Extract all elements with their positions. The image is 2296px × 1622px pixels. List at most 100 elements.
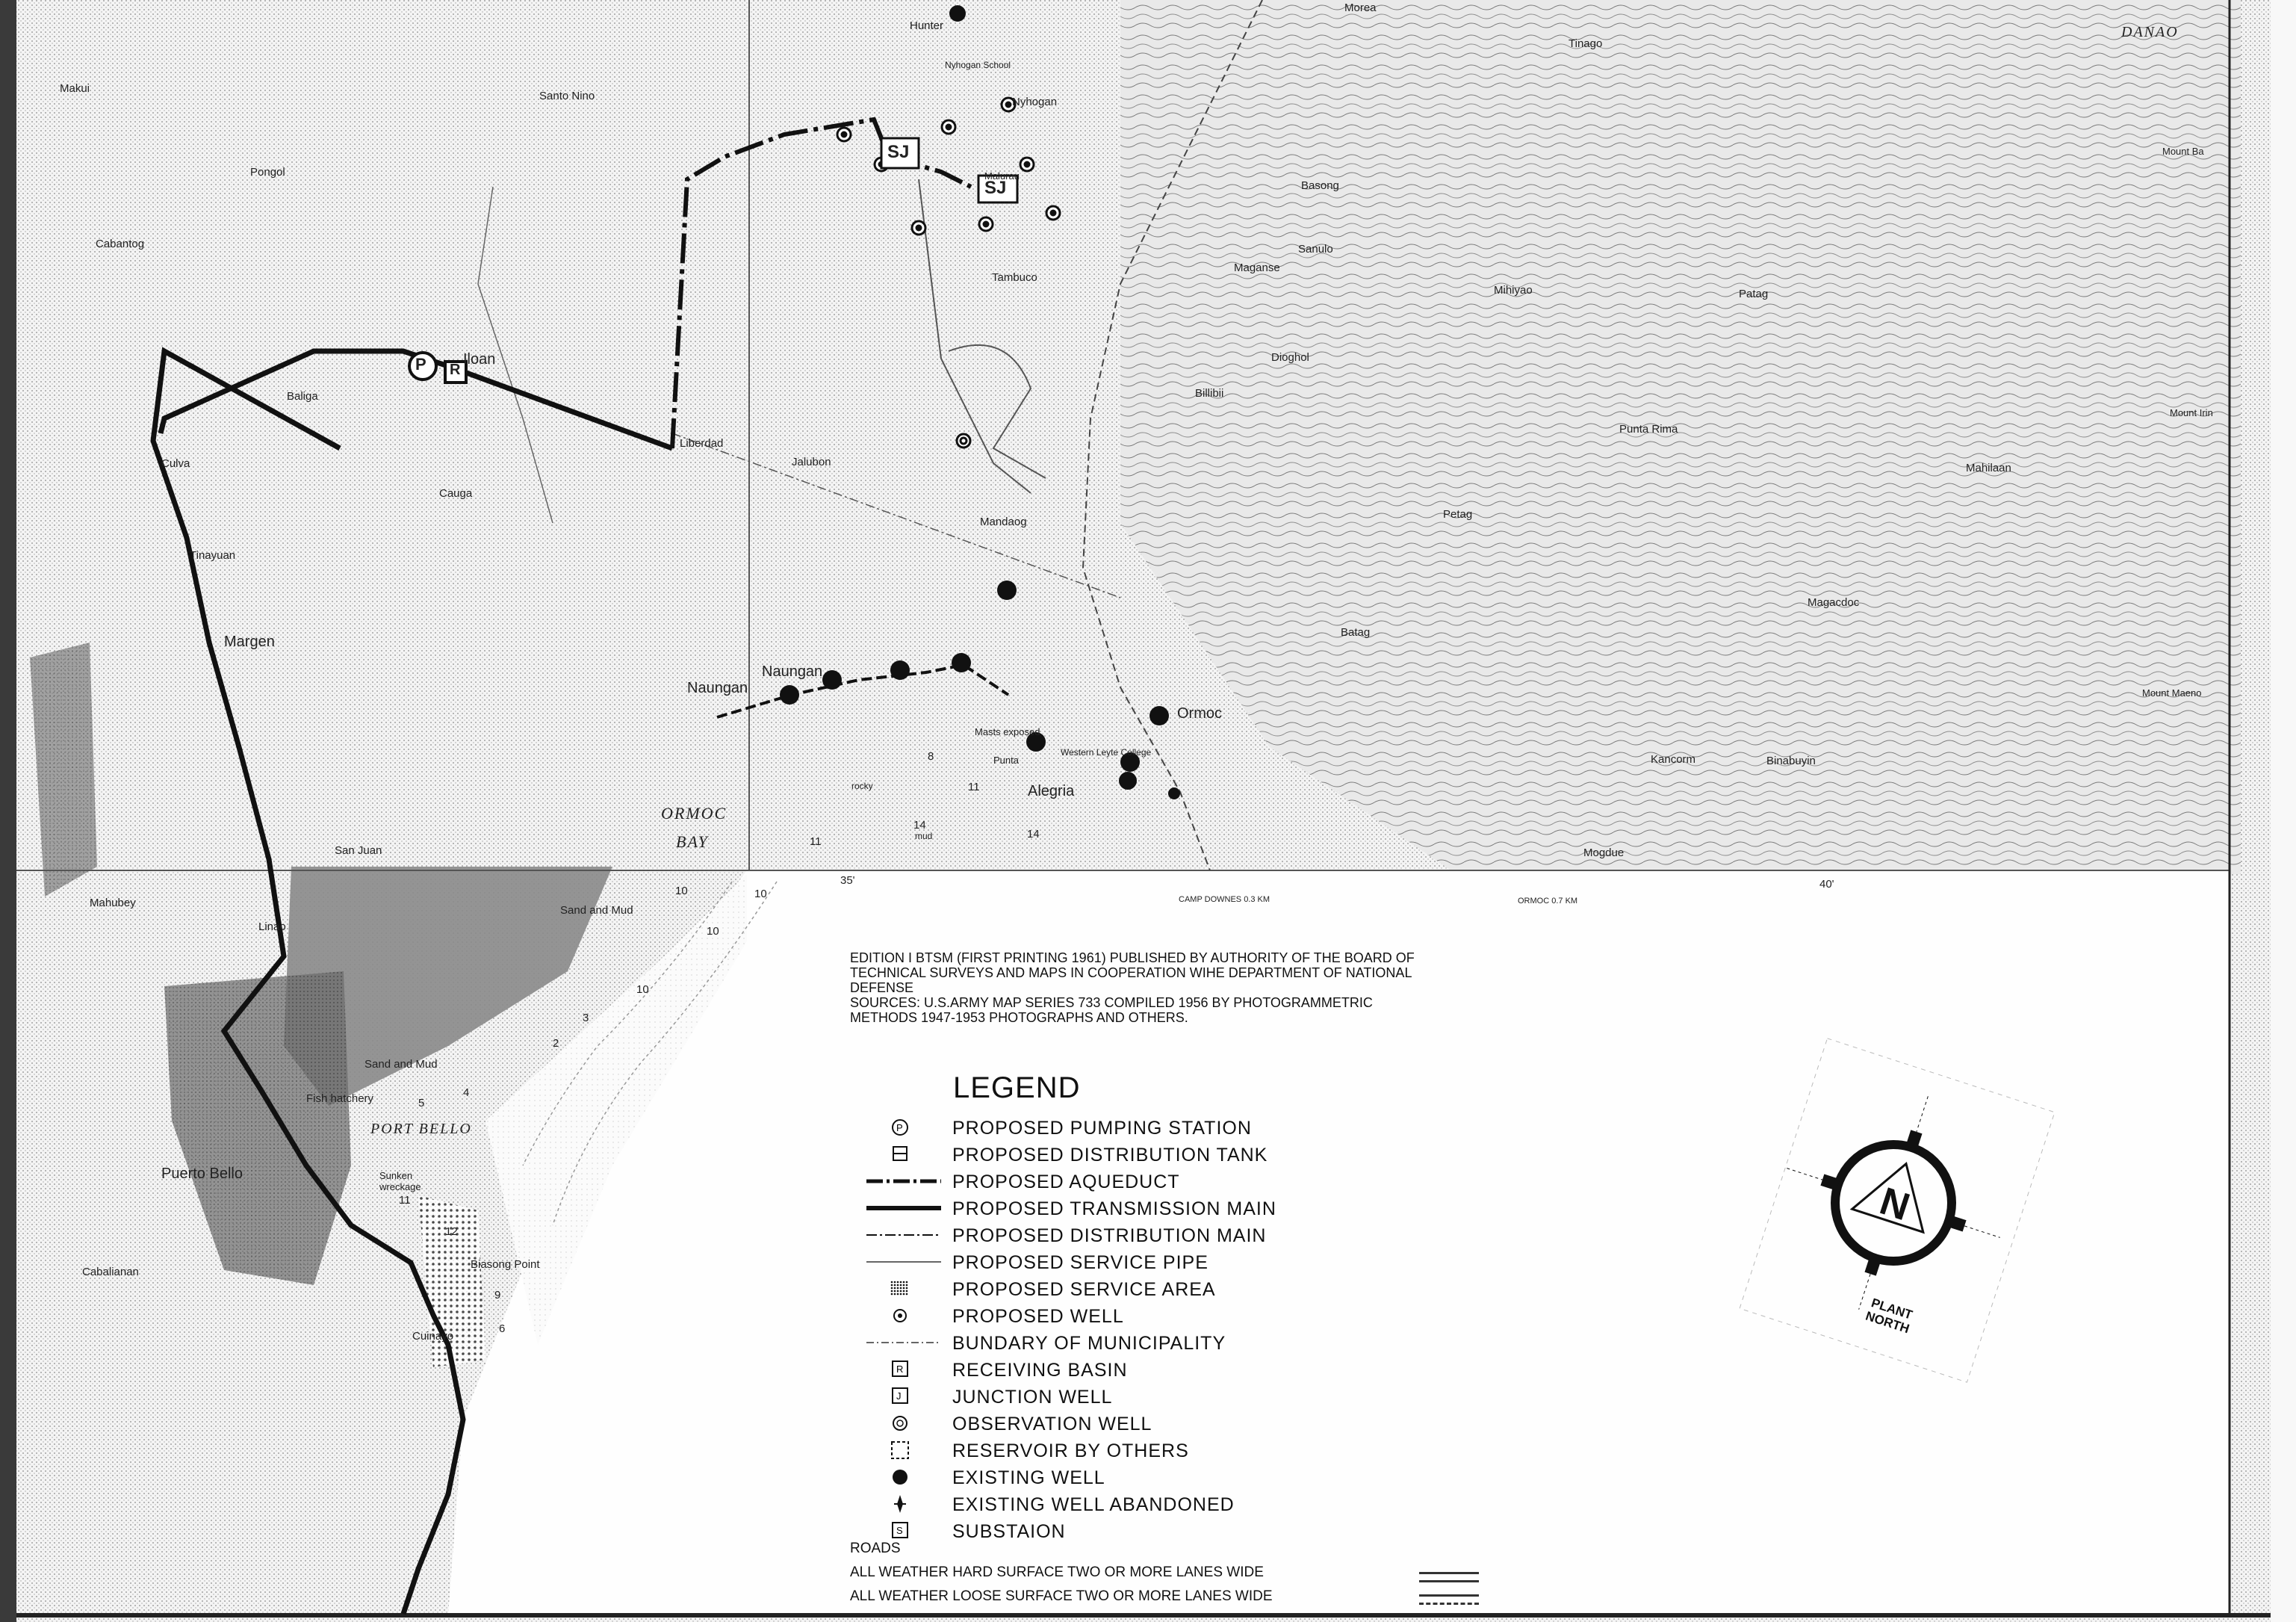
plant-north-label: PLANT NORTH	[1836, 1286, 1944, 1345]
place-ormoc: Ormoc	[1177, 705, 1222, 722]
place-jalubon: Jalubon	[792, 456, 831, 468]
place-tinago: Tinago	[1569, 37, 1603, 50]
junction-well-icon: J	[892, 1387, 908, 1404]
depth-label: 9	[494, 1289, 501, 1301]
place-camp-downes: CAMP DOWNES 0.3 KM	[1179, 895, 1270, 904]
pumping-station-icon: P	[892, 1119, 908, 1136]
legend-item: OBSERVATION WELL	[859, 1412, 1382, 1434]
place-petag: Petag	[1443, 508, 1473, 521]
place-mandaog: Mandaog	[980, 516, 1027, 528]
junction-well-label-2: SJ	[984, 178, 1007, 198]
legend-item: PROPOSED WELL	[859, 1304, 1382, 1327]
place-mahilaan: Mahilaan	[1966, 462, 2011, 474]
place-diogbol: Dioghol	[1271, 351, 1309, 364]
place-magacdoc: Magacdoc	[1808, 596, 1860, 609]
place-tambuco: Tambuco	[992, 271, 1037, 284]
depth-label: 2	[553, 1037, 559, 1050]
place-liberdad: Liberdad	[680, 437, 724, 450]
receiving-basin-label: R	[450, 362, 461, 378]
place-baliga: Baliga	[287, 390, 318, 403]
depth-label: 14	[1027, 828, 1040, 841]
service-area-shaded	[164, 971, 351, 1285]
place-western-leyte-college: Western Leyte College	[1061, 747, 1152, 758]
legend-item-label: PROPOSED DISTRIBUTION TANK	[952, 1145, 1268, 1166]
depth-label: 10	[636, 983, 649, 996]
north-letter: N	[1874, 1179, 1915, 1230]
edition-line-4: SOURCES: U.S.ARMY MAP SERIES 733 COMPILE…	[850, 995, 1373, 1010]
place-san-juan: San Juan	[335, 844, 382, 857]
place-ormoc-km: ORMOC 0.7 KM	[1518, 897, 1578, 906]
depth-label: 14	[913, 819, 926, 832]
place-mud: mud	[915, 831, 933, 841]
svg-text:J: J	[896, 1390, 902, 1402]
depth-label: 5	[418, 1097, 425, 1109]
legend-item-label: EXISTING WELL	[952, 1467, 1105, 1488]
place-malurau: Malurau	[984, 170, 1020, 182]
transmission-main-west	[150, 347, 466, 1615]
place-fish-hatchery: Fish hatchery	[306, 1092, 374, 1105]
pumping-station-map	[408, 351, 438, 381]
legend-item-label: PROPOSED DISTRIBUTION MAIN	[952, 1225, 1267, 1246]
grid-40: 40'	[1819, 878, 1834, 891]
legend-item: PROPOSED DISTRIBUTION MAIN	[859, 1224, 1382, 1246]
legend-item: PROPOSED TRANSMISSION MAIN	[859, 1197, 1382, 1219]
place-margen: Margen	[224, 634, 275, 650]
legend-item: J JUNCTION WELL	[859, 1385, 1382, 1408]
receiving-basin-map	[444, 360, 468, 384]
place-ormoc-bay: ORMOC	[661, 804, 727, 823]
place-batag: Batag	[1341, 626, 1371, 639]
pumping-station-label: P	[415, 355, 426, 374]
legend-item: S SUBSTAION	[859, 1520, 1382, 1542]
legend-item-label: SUBSTAION	[952, 1521, 1066, 1542]
aqueduct-line-map	[670, 117, 972, 449]
service-pipe-line	[866, 1261, 941, 1263]
place-linao: Linao	[258, 920, 286, 933]
place-patag: Patag	[1739, 288, 1769, 300]
place-cabantog: Cabantog	[96, 238, 145, 250]
legend-item-label: EXISTING WELL ABANDONED	[952, 1494, 1235, 1515]
place-hunter: Hunter	[910, 19, 944, 32]
place-maganse: Maganse	[1234, 261, 1280, 274]
legend-item-label: RESERVOIR BY OTHERS	[952, 1440, 1189, 1461]
legend-item-label: JUNCTION WELL	[952, 1387, 1113, 1408]
distribution-tank-icon	[893, 1146, 907, 1161]
depth-label: 12	[445, 1225, 458, 1238]
roads-hard-label: ALL WEATHER HARD SURFACE TWO OR MORE LAN…	[850, 1564, 1264, 1580]
edition-line-2: TECHNICAL SURVEYS AND MAPS IN COOPERATIO…	[850, 965, 1412, 980]
depth-label: 6	[499, 1322, 506, 1335]
edition-line-5: METHODS 1947-1953 PHOTOGRAPHS AND OTHERS…	[850, 1010, 1188, 1025]
place-sand-and-mud-2: Sand and Mud	[364, 1058, 438, 1071]
depth-label: 3	[583, 1012, 589, 1024]
place-naungan: Naungan	[762, 663, 823, 680]
depth-label: 8	[928, 750, 934, 763]
edition-line-1: EDITION I BTSM (FIRST PRINTING 1961) PUB…	[850, 950, 1415, 965]
service-area-west	[30, 643, 97, 897]
place-pongol: Pongol	[250, 166, 285, 179]
legend-item-label: PROPOSED SERVICE AREA	[952, 1279, 1216, 1300]
existing-well-icon	[893, 1470, 907, 1485]
highway-road	[1082, 0, 1263, 871]
substation-icon: S	[892, 1522, 908, 1538]
observation-well-icon	[893, 1416, 907, 1431]
junction-well-map-2	[977, 174, 1019, 204]
reservoir-icon	[891, 1441, 909, 1459]
place-nyhogan: Nyhogan	[1012, 96, 1058, 108]
place-sanulo: Sanulo	[1298, 243, 1333, 256]
north-arrow: N PLANT NORTH	[1778, 1106, 2017, 1375]
edition-line-3: DEFENSE	[850, 980, 914, 995]
svg-text:R: R	[896, 1363, 903, 1375]
service-area-icon	[890, 1281, 908, 1296]
edition-note: EDITION I BTSM (FIRST PRINTING 1961) PUB…	[850, 950, 1522, 1025]
place-punta: Punta	[993, 755, 1019, 766]
road-loop	[948, 344, 1046, 479]
legend-item-label: OBSERVATION WELL	[952, 1414, 1152, 1434]
legend-item-label: RECEIVING BASIN	[952, 1360, 1128, 1381]
place-morea: Morea	[1344, 1, 1377, 14]
place-mount-irin: Mount Irin	[2170, 407, 2213, 418]
place-bay: BAY	[676, 832, 709, 851]
shallow-water	[485, 874, 747, 1345]
svg-text:S: S	[896, 1525, 903, 1536]
roads-loose-label: ALL WEATHER LOOSE SURFACE TWO OR MORE LA…	[850, 1588, 1273, 1604]
place-iloan: Iloan	[463, 351, 496, 368]
